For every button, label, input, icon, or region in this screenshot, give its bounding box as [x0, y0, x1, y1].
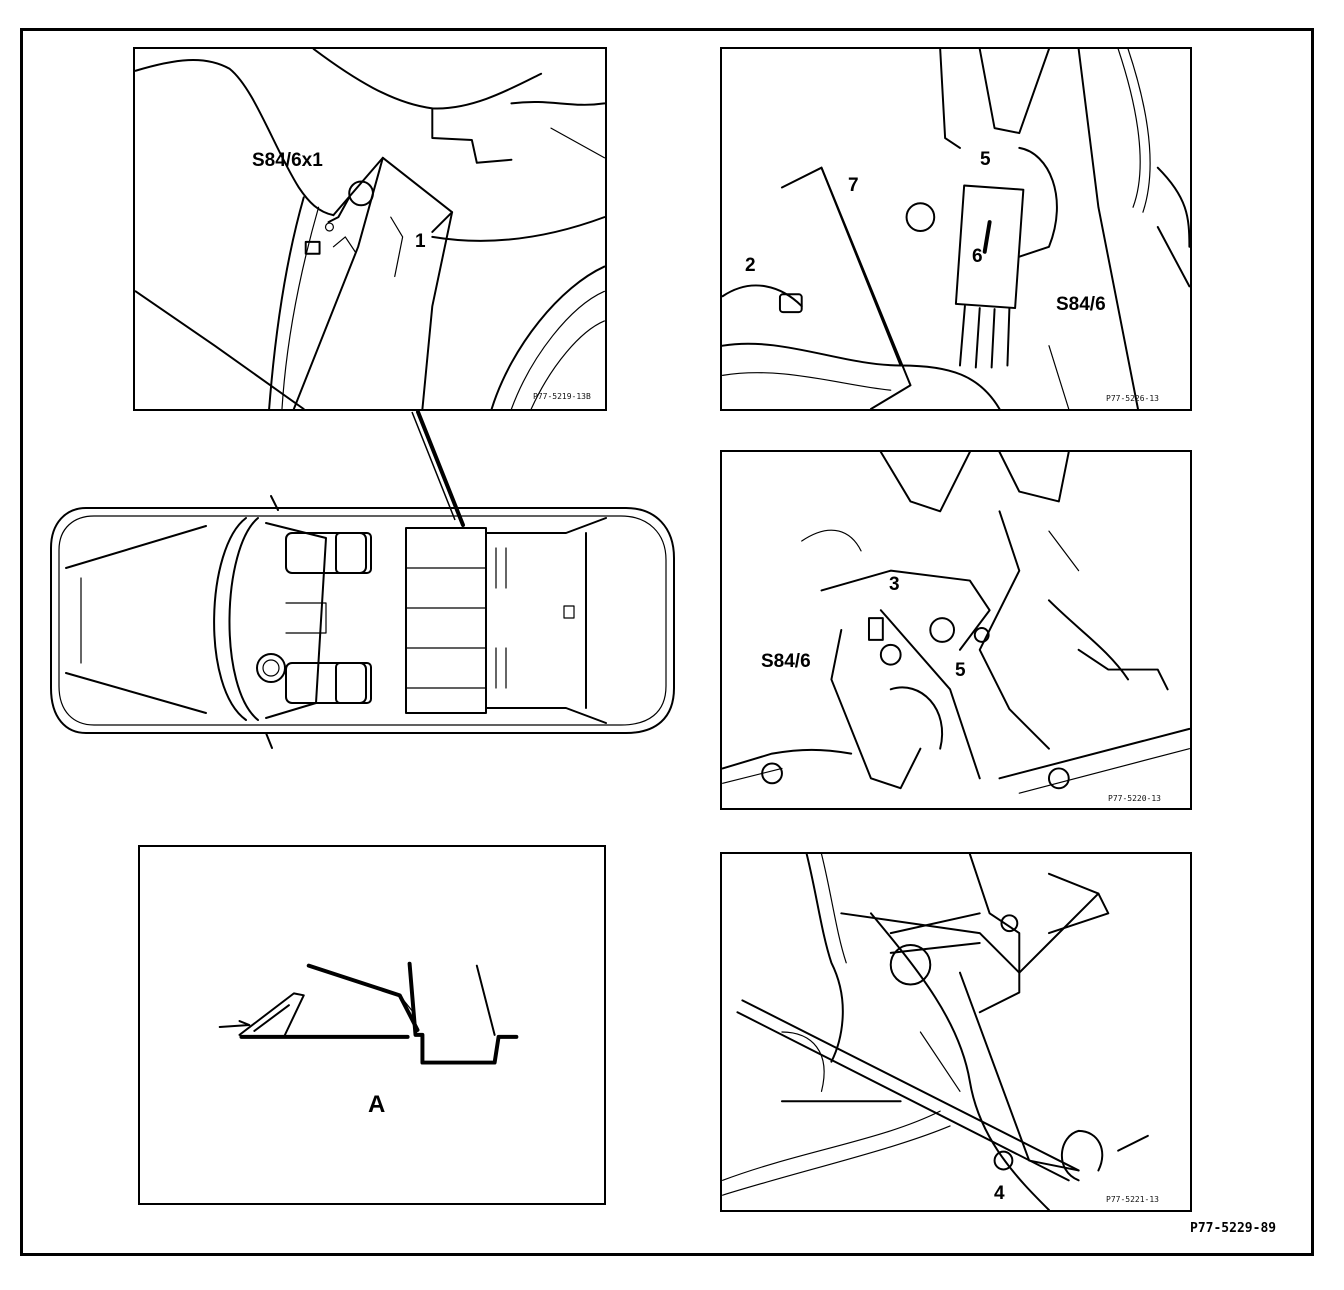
label-s84-6x1: S84/6x1: [252, 150, 323, 171]
label-part-1: 1: [415, 231, 426, 252]
document-reference: P77-5229-89: [1190, 1221, 1277, 1236]
label-s84-6-mid: S84/6: [761, 651, 811, 672]
trunk-connector-drawing: [135, 49, 605, 409]
ref-code-top-left: P77-5219-13B: [533, 392, 591, 401]
label-part-4: 4: [994, 1183, 1005, 1204]
label-part-5-top: 5: [980, 149, 991, 170]
label-part-3: 3: [889, 574, 900, 595]
label-s84-6-top: S84/6: [1056, 294, 1106, 315]
label-detail-a: A: [368, 1091, 386, 1118]
car-top-view: [46, 488, 676, 750]
panel-linkage-switch: 3 S84/6 5 P77-5220-13: [720, 450, 1192, 810]
panel-hinge-bolt: 4 P77-5221-13: [720, 852, 1192, 1212]
panel-switch-mount: 5 7 6 2 S84/6 P77-5226-13: [720, 47, 1192, 411]
switch-mount-drawing: [722, 49, 1190, 409]
label-part-6: 6: [972, 246, 983, 267]
panel-trunk-connector: S84/6x1 1 P77-5219-13B: [133, 47, 607, 411]
detail-a-drawing: [218, 961, 519, 1065]
ref-code-bottom-right: P77-5221-13: [1106, 1195, 1159, 1204]
panel-detail-a: A: [138, 845, 606, 1205]
ref-code-top-right: P77-5226-13: [1106, 394, 1159, 403]
label-part-2: 2: [745, 255, 756, 276]
hinge-bolt-drawing: [722, 854, 1149, 1210]
label-part-7: 7: [848, 175, 859, 196]
car-top-view-drawing: [50, 495, 675, 749]
diagram-frame: [20, 28, 1314, 1256]
linkage-switch-drawing: [722, 452, 1190, 794]
label-part-5-mid: 5: [955, 660, 966, 681]
ref-code-mid-right: P77-5220-13: [1108, 794, 1161, 803]
